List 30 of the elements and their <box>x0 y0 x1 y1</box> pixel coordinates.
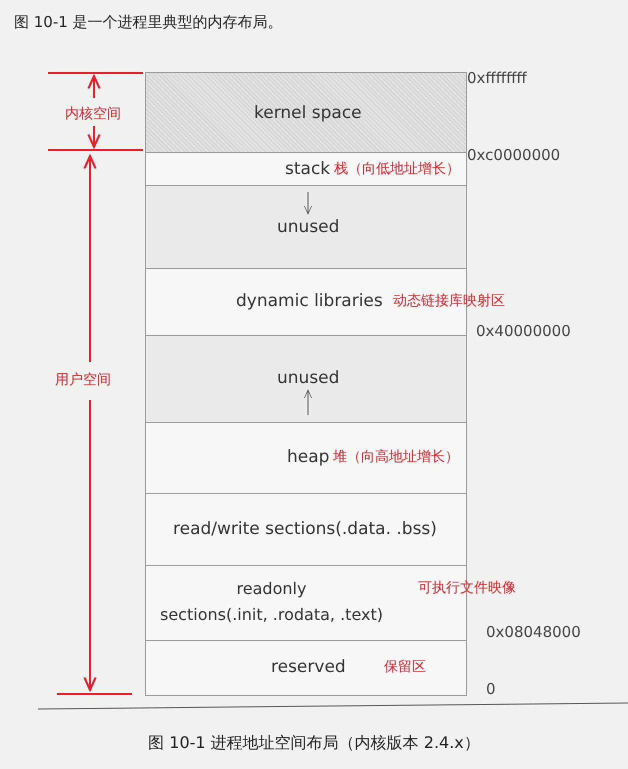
range-label: 用户空间 <box>55 371 111 390</box>
segment-label: heap <box>287 446 330 468</box>
memory-segment <box>145 640 467 696</box>
segment-label: read/write sections(.data. .bss) <box>173 518 437 540</box>
unused-segment <box>145 335 467 423</box>
segment-label: dynamic libraries <box>236 290 383 312</box>
annotation: 可执行文件映像 <box>418 579 516 598</box>
segment-label: kernel space <box>254 102 362 124</box>
segment-label: reserved <box>271 656 346 678</box>
address-label: 0x08048000 <box>486 622 581 642</box>
figure-caption: 图 10-1 进程地址空间布局（内核版本 2.4.x） <box>147 733 481 753</box>
memory-segment <box>145 422 467 494</box>
address-label: 0 <box>486 679 496 699</box>
kernel-segment <box>145 72 467 153</box>
annotation: 动态链接库映射区 <box>393 292 505 311</box>
annotation: 堆（向高地址增长） <box>333 448 459 467</box>
annotation: 保留区 <box>384 658 426 677</box>
unused-segment <box>145 185 467 269</box>
range-label: 内核空间 <box>65 105 121 124</box>
segment-label: stack <box>285 158 330 180</box>
annotation: 栈（向低地址增长） <box>334 160 460 179</box>
segment-label: unused <box>277 216 340 238</box>
memory-segment <box>145 493 467 566</box>
segment-label: readonly sections(.init, .rodata, .text) <box>160 578 383 626</box>
address-label: 0xffffffff <box>467 68 527 88</box>
memory-segment <box>145 152 467 186</box>
body-text: 图 10-1 是一个进程里典型的内存布局。 <box>14 12 283 32</box>
segment-label: unused <box>277 367 340 389</box>
address-label: 0x40000000 <box>476 321 571 341</box>
address-label: 0xc0000000 <box>467 145 560 165</box>
